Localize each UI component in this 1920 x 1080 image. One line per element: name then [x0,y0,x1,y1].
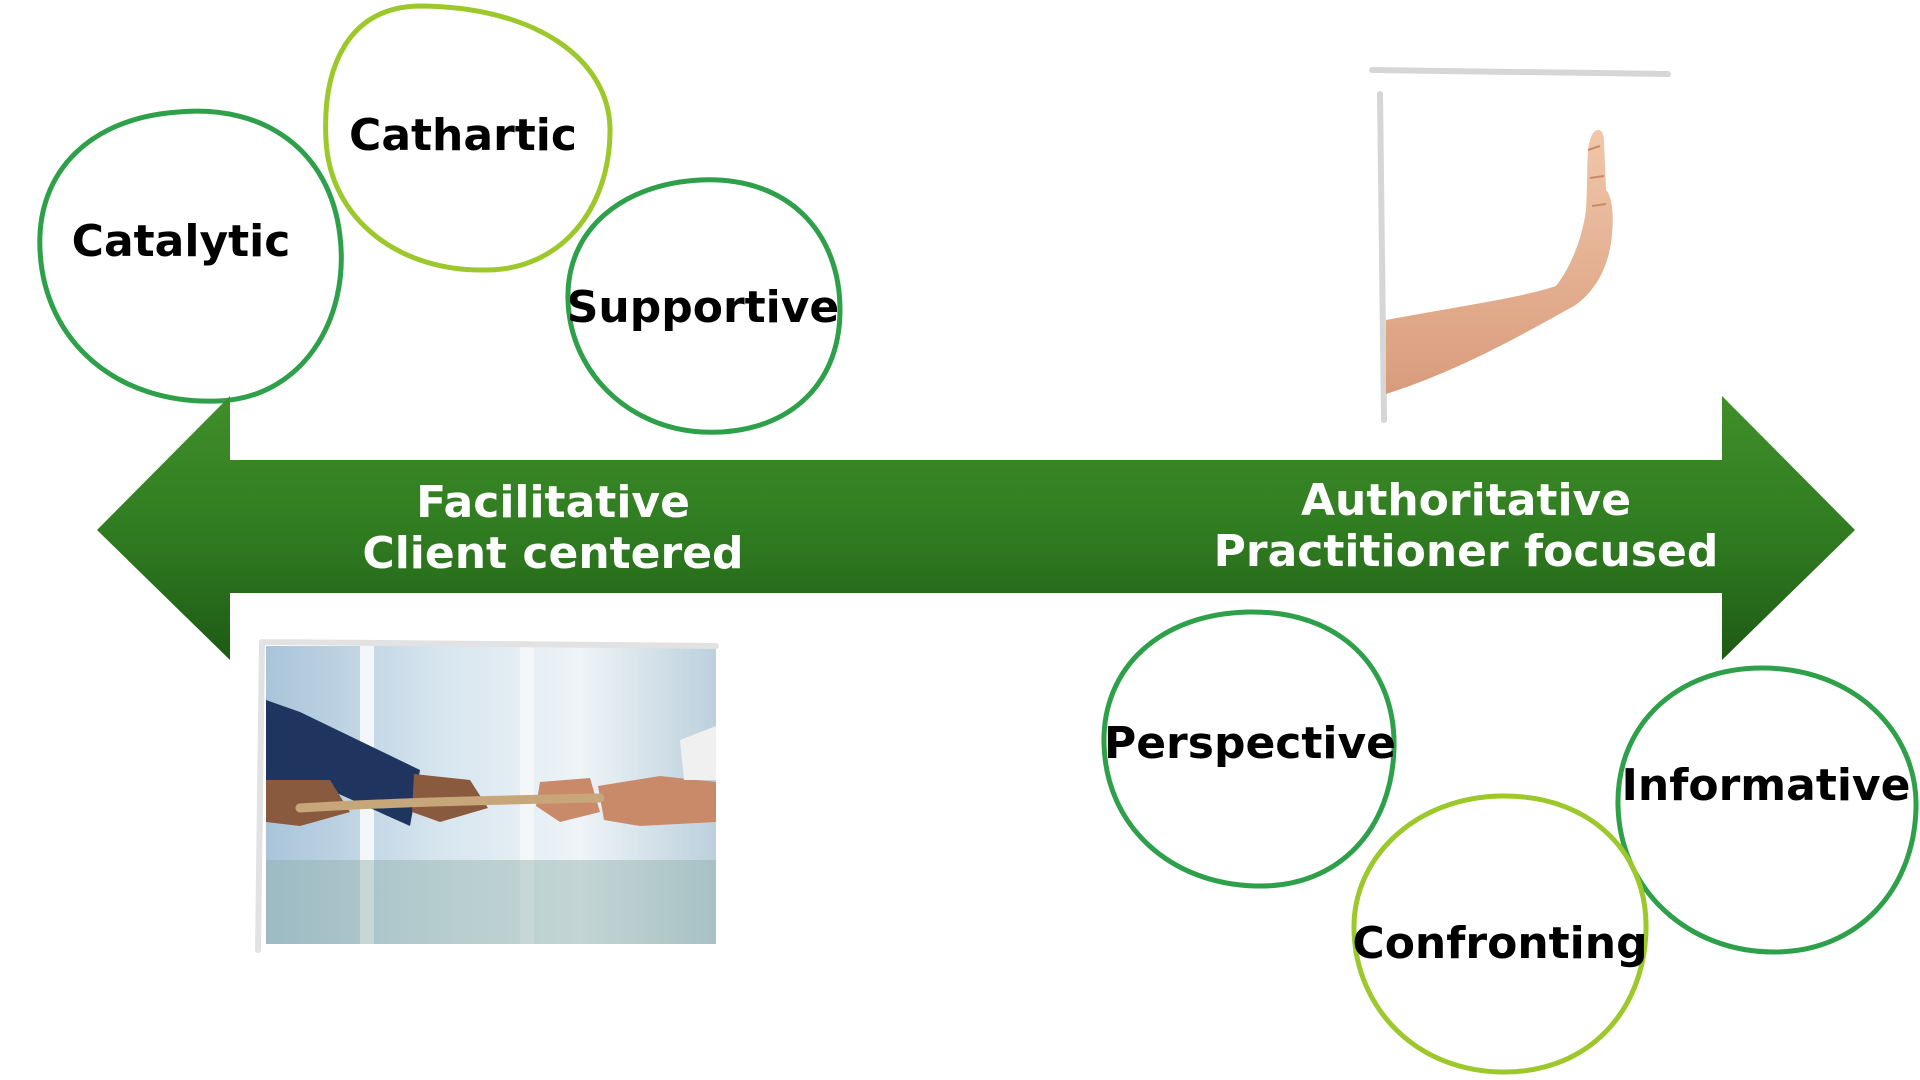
informative-label: Informative [1622,760,1911,811]
facilitative-label: Facilitative [416,477,690,528]
authoritative-label: Authoritative [1301,475,1631,526]
catalytic-label: Catalytic [72,216,291,267]
spectrum-double-arrow: Facilitative Client centered Authoritati… [97,396,1855,660]
supportive-circle [565,177,843,435]
perspective-circle [1101,609,1397,889]
rope [295,793,605,813]
client-centered-label: Client centered [362,528,743,579]
left-sleeve [266,700,420,826]
catalytic-circle [37,108,344,404]
tug-of-war-photo [255,639,719,953]
perspective-bubble: Perspective [1101,609,1397,889]
confronting-circle [1351,793,1649,1075]
cathartic-circle [323,3,613,273]
supportive-bubble: Supportive [565,177,843,435]
informative-circle [1615,665,1919,955]
cathartic-bubble: Cathartic [323,3,613,273]
perspective-label: Perspective [1104,718,1396,769]
arm-shape [1386,129,1613,394]
confronting-bubble: Confronting [1351,793,1649,1075]
left-hands [266,774,488,826]
hand-fingers [1587,145,1607,207]
arrow-shape [97,396,1855,660]
right-hands [536,776,716,826]
catalytic-bubble: Catalytic [37,108,344,404]
supportive-label: Supportive [567,282,840,333]
stop-hand-photo [1369,67,1671,423]
photo-torn-frame [1369,67,1671,423]
right-sleeve [680,726,716,780]
window-greenery [266,860,716,944]
informative-bubble: Informative [1615,665,1919,955]
photo-torn-edge [255,639,719,953]
confronting-label: Confronting [1352,918,1647,969]
cathartic-label: Cathartic [349,110,577,161]
window-frame [520,646,534,944]
practitioner-focused-label: Practitioner focused [1214,526,1719,577]
